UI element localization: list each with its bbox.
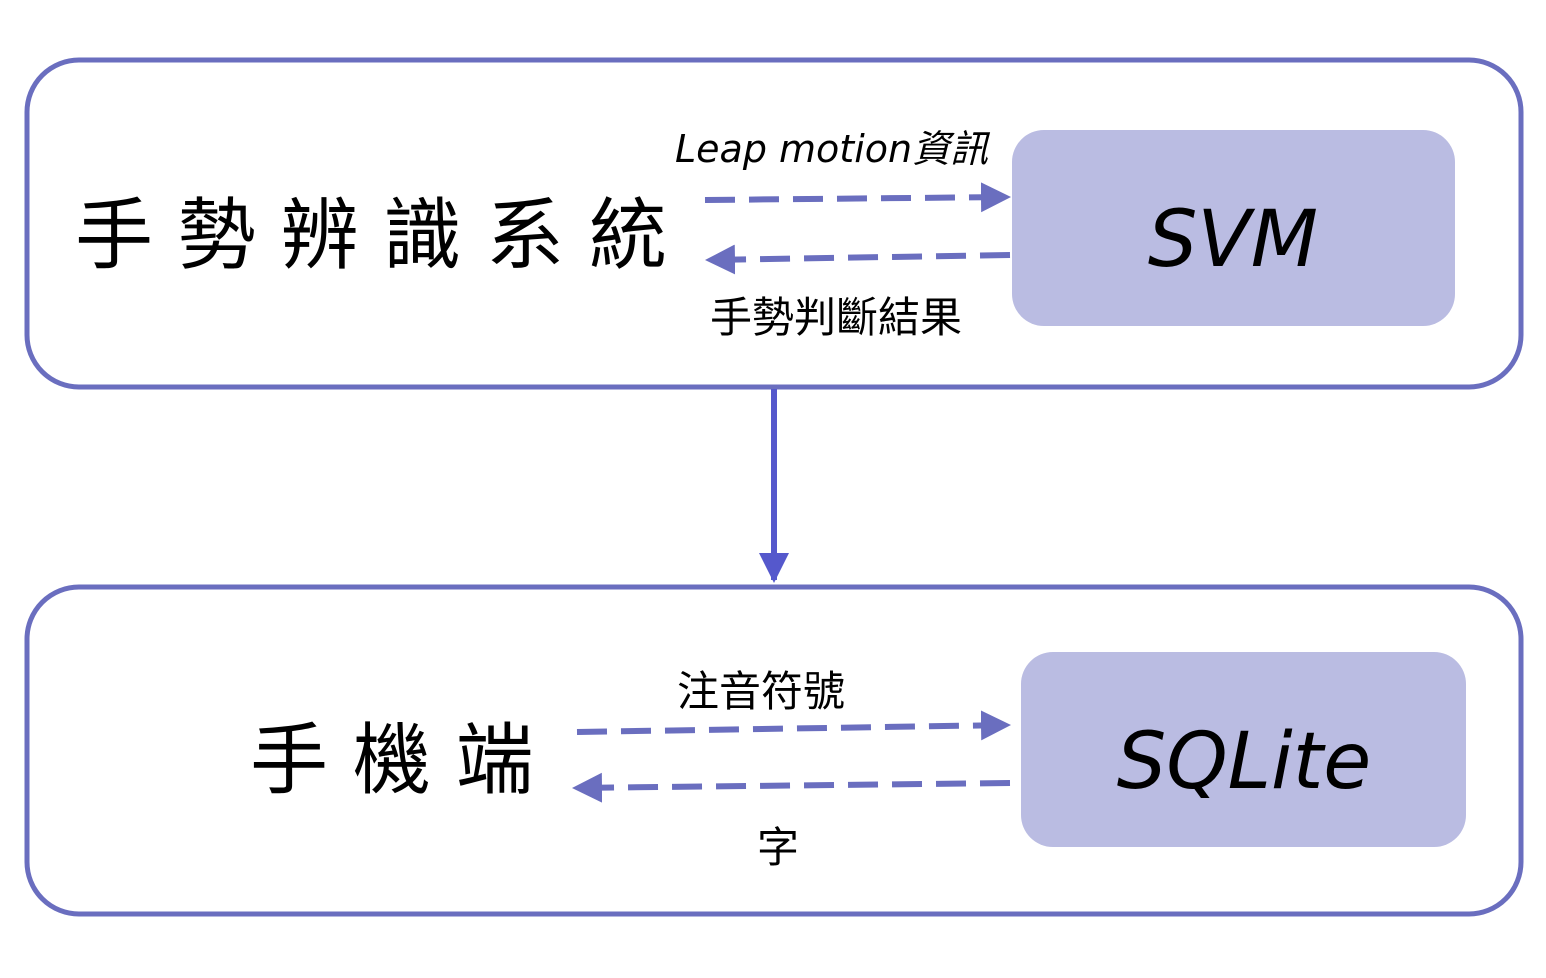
svm-node (1012, 130, 1455, 326)
sqlite-label: SQLite (1117, 717, 1372, 807)
gesture-system-title: 手 勢 辨 識 系 統 (75, 191, 667, 281)
character-label: 字 (757, 823, 799, 872)
phone-title: 手 機 端 (250, 716, 534, 806)
sqlite-node (1021, 652, 1466, 847)
character-arrow (572, 772, 1011, 803)
leap-motion-arrow (704, 182, 1011, 213)
gesture-result-label: 手勢判斷結果 (710, 293, 962, 342)
gesture-result-arrow (705, 244, 1011, 275)
svm-label: SVM (1148, 195, 1318, 285)
leap-motion-label: Leap motion資訊 (675, 127, 990, 171)
phonetic-symbols-arrow (576, 710, 1011, 741)
phonetic-symbols-label: 注音符號 (677, 667, 845, 716)
